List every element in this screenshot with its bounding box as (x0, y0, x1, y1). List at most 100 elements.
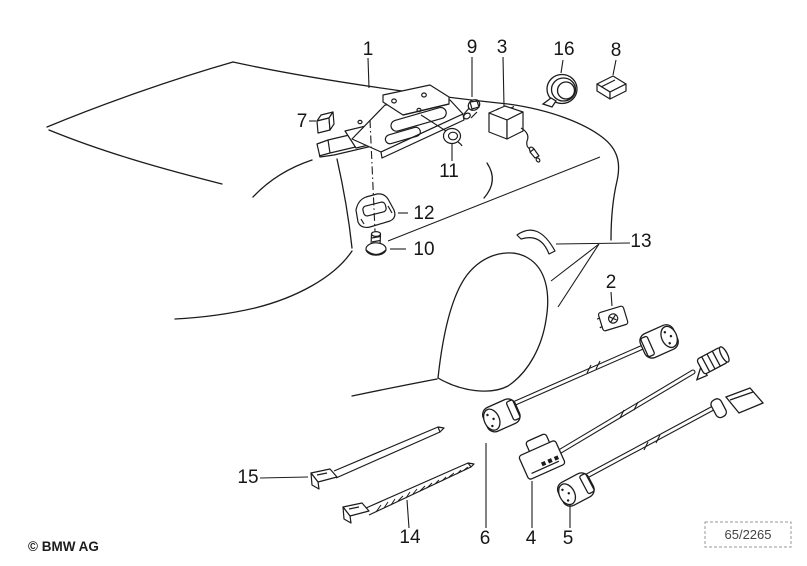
cable4-left-connector (518, 433, 566, 480)
callout-5[interactable]: 5 (563, 528, 574, 549)
callout-4[interactable]: 4 (526, 528, 537, 549)
cable-tie-part-14 (342, 462, 475, 524)
leader-10-diagonal (387, 156, 601, 242)
pin11-head (442, 127, 462, 145)
module-plug-tip (535, 157, 541, 163)
callout-6[interactable]: 6 (480, 528, 491, 549)
grommet16-tab (541, 97, 557, 108)
cable6-right-connector (639, 324, 679, 359)
screw9-hex (469, 100, 480, 110)
trim13-crescent (516, 229, 556, 255)
cable5-core (583, 404, 719, 479)
cable4-core (557, 370, 695, 454)
car-body-outline (46, 61, 620, 397)
callout-12[interactable]: 12 (413, 203, 434, 224)
rear-window-lower-line (48, 129, 223, 185)
window-corner-arc (252, 159, 313, 198)
bracket-part-1 (316, 84, 465, 159)
grommet12-body (355, 193, 396, 229)
callout-3[interactable]: 3 (497, 37, 508, 58)
leader-8 (612, 59, 617, 76)
plate-number-box: 65/2265 (704, 521, 792, 548)
callout-2[interactable]: 2 (606, 272, 617, 293)
grommet16-rim (550, 77, 577, 102)
tie14-tip (467, 462, 475, 468)
leader-11 (420, 114, 453, 161)
cable5-right-connector (710, 387, 765, 419)
cable6-left-connector (482, 398, 521, 433)
copyright-text: © BMW AG (28, 539, 99, 554)
callout-9[interactable]: 9 (467, 37, 478, 58)
leader-2 (610, 291, 613, 307)
cable4-right-connector (695, 346, 730, 381)
deck-curve (232, 61, 620, 241)
centerline-1-12-10 (369, 119, 376, 232)
callout-8[interactable]: 8 (611, 40, 622, 61)
cable6-core (511, 345, 645, 406)
rocker-line (351, 378, 438, 397)
module-plug-body (529, 148, 540, 159)
wheel-arch (437, 252, 549, 392)
screw10-head (365, 242, 387, 256)
clip8-fold-line (600, 79, 616, 88)
screw9-tip (463, 112, 471, 120)
bracket-hole-2 (391, 98, 397, 104)
clip7-right-face (328, 111, 335, 131)
clip2-tabs (596, 317, 603, 329)
callout-10[interactable]: 10 (413, 239, 434, 260)
module-part-3 (488, 105, 541, 163)
leader-14 (406, 499, 410, 529)
callout-1[interactable]: 1 (363, 39, 374, 60)
tie14-head-side (342, 506, 352, 524)
rear-window-upper-line (46, 61, 234, 128)
cable4-sleeve (619, 401, 639, 419)
grommet-part-16 (541, 73, 578, 108)
tie15-tip (437, 426, 445, 433)
screw10-head-bottom (365, 249, 387, 256)
plate-number-text: 65/2265 (725, 527, 772, 542)
grommet16-hole (556, 81, 576, 100)
leader-15 (259, 476, 309, 479)
bracket-hole-4 (357, 119, 363, 125)
bracket-hole-3 (416, 107, 422, 113)
callout-16[interactable]: 16 (553, 39, 574, 60)
tie15-strap (333, 426, 441, 479)
leader-lines (259, 56, 631, 529)
cables (482, 324, 765, 507)
trim-part-13 (516, 229, 556, 255)
clip8-right-face (609, 83, 627, 100)
tie15-head-side (310, 472, 320, 490)
callout-7[interactable]: 7 (297, 111, 308, 132)
c-pillar-line (336, 158, 353, 249)
cable5-sleeve (643, 434, 661, 451)
bracket-hole-1 (421, 92, 427, 98)
tie14-ribs (375, 466, 469, 513)
grommet-part-12 (355, 193, 396, 229)
callout-11[interactable]: 11 (439, 161, 459, 182)
pin-part-11 (442, 127, 463, 147)
grommet12-depth (360, 205, 393, 225)
tie14-strap (365, 462, 472, 516)
bracket-slot-long (390, 106, 447, 132)
pin11-collar (457, 141, 463, 147)
clip7-front-face (316, 117, 331, 134)
parcel-shelf-curve (174, 250, 353, 320)
clip2-screw (607, 313, 619, 324)
callout-14[interactable]: 14 (399, 527, 421, 548)
cable6-sleeve (586, 360, 601, 374)
leader-16 (560, 59, 564, 74)
callout-15[interactable]: 15 (237, 467, 258, 488)
callout-labels: 1 9 3 16 8 7 11 12 10 13 2 15 14 6 4 5 (237, 37, 651, 549)
leader-3 (502, 56, 505, 107)
screw-part-9 (463, 99, 481, 120)
callout-13[interactable]: 13 (630, 231, 651, 252)
module-right-face (506, 111, 524, 140)
module-wire (520, 127, 532, 151)
screw10-shaft-top (370, 231, 382, 238)
tie14-head-slot (348, 506, 360, 510)
cable5-left-connector (556, 472, 595, 507)
cable-tie-part-15 (310, 426, 445, 490)
module-top-nubs (495, 106, 515, 111)
